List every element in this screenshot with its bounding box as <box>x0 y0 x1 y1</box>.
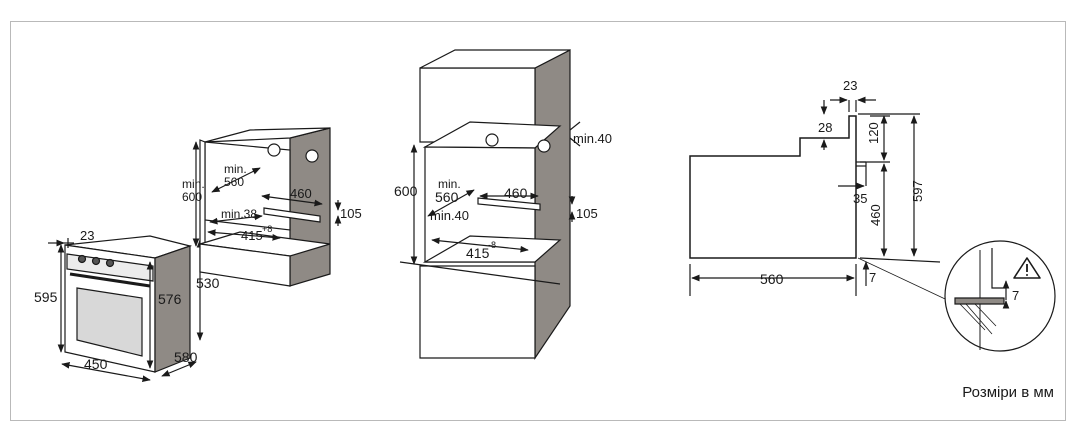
column-tolerance-label: -8 <box>488 240 496 250</box>
knob-icon <box>77 254 87 264</box>
column-width-label: 560 <box>435 189 459 205</box>
column-vent-height-label: 105 <box>576 206 598 221</box>
diagram-frame <box>10 21 1066 421</box>
under-min-label: min. <box>224 162 247 176</box>
side-bottom-gap-label: 7 <box>869 270 876 285</box>
warning-triangle-icon <box>1013 257 1041 279</box>
oven-side-profile <box>689 115 867 259</box>
side-upper-gap-label: 120 <box>866 122 881 144</box>
column-top-gap-label: min.40 <box>573 131 612 146</box>
under-vent-width-label: 460 <box>290 186 312 201</box>
oven-total-depth-label: 580 <box>174 349 198 365</box>
side-bracket-label: 35 <box>853 191 867 206</box>
under-vent-height-label: 105 <box>340 206 362 221</box>
oven-depth-label: 530 <box>196 275 220 291</box>
column-vent-width-label: 460 <box>504 185 528 201</box>
under-counter-cabinet <box>199 127 331 287</box>
side-lower-height-label: 460 <box>868 204 883 226</box>
oven-height-label: 595 <box>34 289 58 305</box>
under-inner-width-label: 415 <box>241 228 263 243</box>
oven-inner-height-label: 576 <box>158 291 182 307</box>
under-width-label: 560 <box>224 175 244 189</box>
side-step-label: 28 <box>818 120 832 135</box>
side-view-dimensions <box>689 96 961 307</box>
under-counter-dimensions <box>192 141 342 247</box>
under-min38-label: min.38 <box>221 207 257 221</box>
under-tolerance-label: +8 <box>262 224 272 234</box>
detail-gap-label: 7 <box>1012 288 1019 303</box>
column-height-label: 600 <box>394 183 418 199</box>
column-min40-label: min.40 <box>430 208 469 223</box>
knob-icon <box>91 256 101 266</box>
side-depth-label: 560 <box>760 271 784 287</box>
knob-icon <box>105 258 115 268</box>
oven-width-label: 450 <box>84 356 108 372</box>
column-inner-width-label: 415 <box>466 245 490 261</box>
side-top-offset-label: 23 <box>843 78 857 93</box>
oven-depth-offset-label: 23 <box>80 228 94 243</box>
under-height-label: 600 <box>182 190 202 204</box>
column-min-label: min. <box>438 177 461 191</box>
under-height-min-label: min. <box>182 177 205 191</box>
side-total-height-label: 597 <box>910 180 925 202</box>
detail-magnifier <box>944 240 1056 352</box>
column-dimensions <box>410 121 581 265</box>
oven-drawing <box>64 235 193 373</box>
column-cabinet <box>399 49 571 360</box>
units-caption: Розміри в мм <box>962 384 1054 401</box>
